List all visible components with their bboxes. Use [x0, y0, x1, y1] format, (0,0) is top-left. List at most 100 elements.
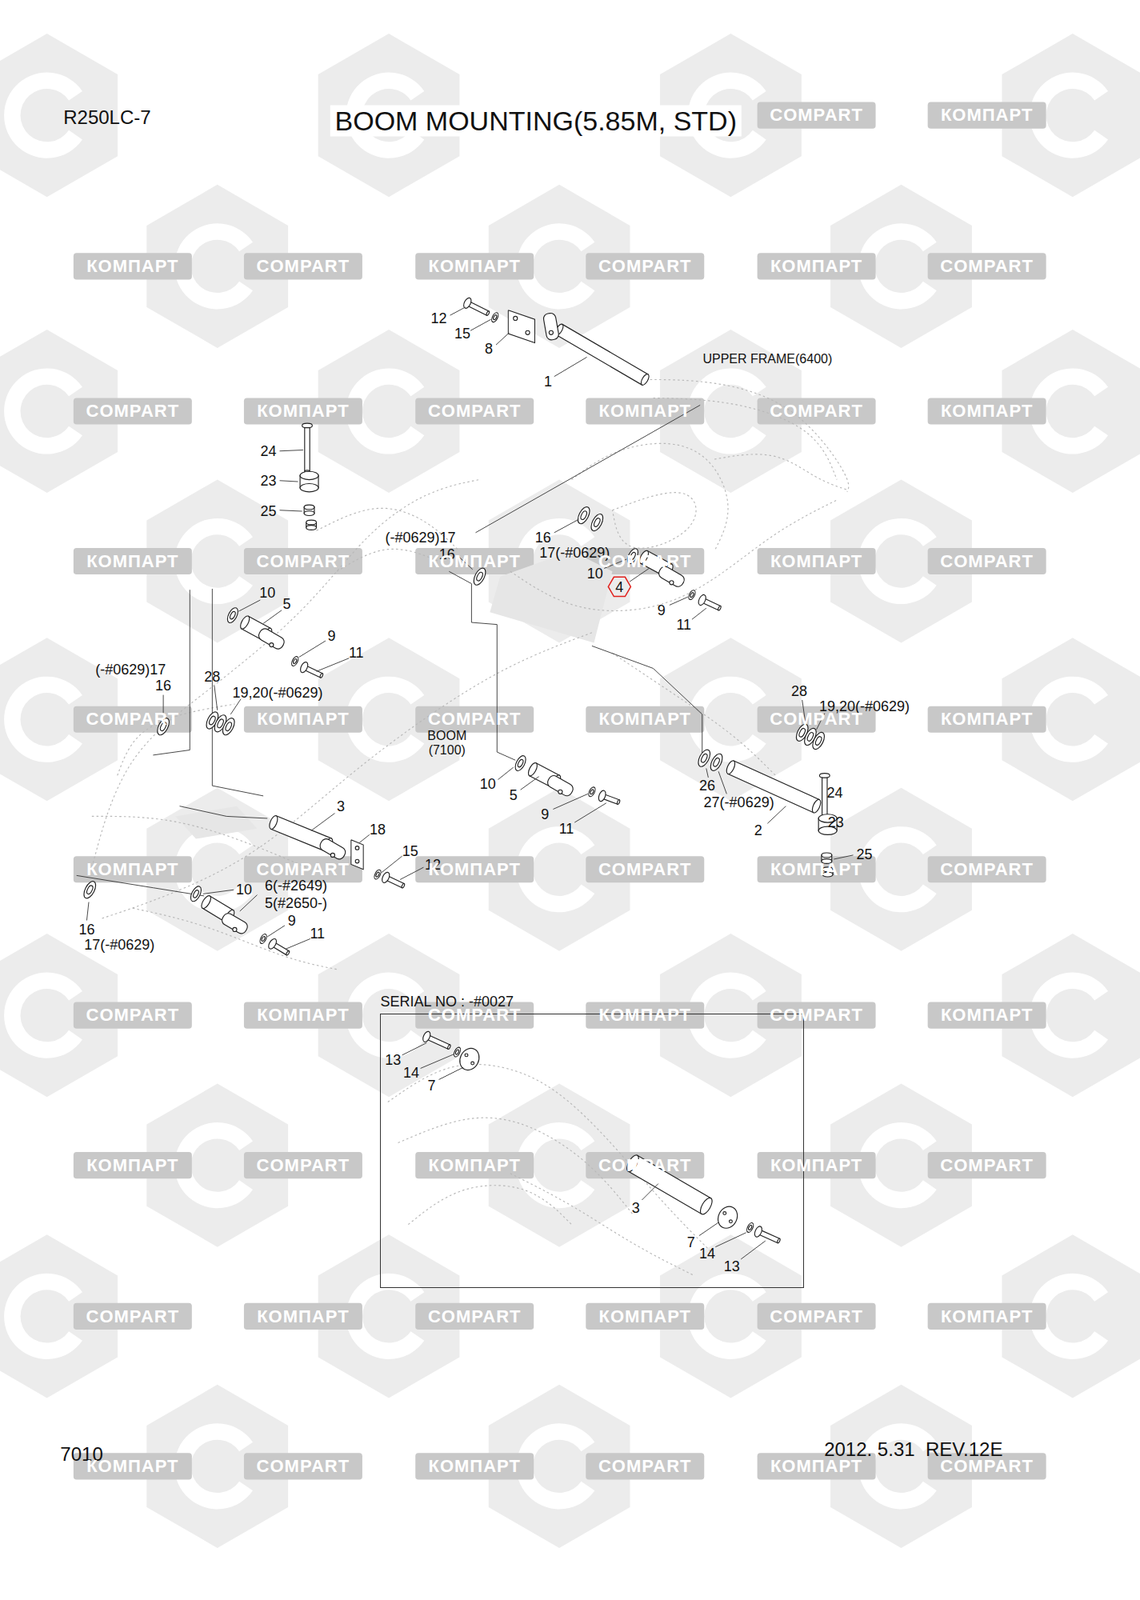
ghost-structure — [92, 379, 849, 1276]
washer-hole — [712, 756, 720, 768]
pin-flange — [318, 836, 348, 861]
watermark-band — [928, 1452, 1047, 1480]
leader-line — [450, 307, 466, 316]
callout-number: 27(-#0629) — [704, 793, 775, 811]
washer-hole — [192, 889, 200, 899]
washer — [708, 752, 725, 773]
watermark: КОМПАРТ — [770, 551, 863, 572]
leader-line — [280, 450, 304, 452]
leader-line — [669, 596, 688, 605]
watermark: COMPART — [428, 1005, 522, 1026]
pin-face — [238, 614, 252, 631]
guide-line — [448, 571, 472, 584]
watermark-band — [757, 397, 876, 424]
watermark: COMPART — [940, 256, 1034, 276]
callout-number: 7 — [428, 1077, 436, 1095]
watermark: COMPART — [86, 709, 180, 730]
callout-number: 11 — [309, 925, 325, 943]
watermark-band — [757, 1152, 876, 1179]
watermark: КОМПАРТ — [940, 1005, 1033, 1026]
ghost-outline — [132, 908, 337, 970]
pin-end — [698, 1196, 715, 1216]
watermark: КОМПАРТ — [940, 1306, 1033, 1327]
leader-line — [470, 319, 492, 331]
watermark: COMPART — [86, 1005, 180, 1026]
leader-line — [699, 1222, 719, 1236]
washer-hole — [814, 736, 823, 747]
watermark: COMPART — [256, 1456, 351, 1477]
washer — [225, 606, 240, 625]
pin-end — [639, 372, 651, 387]
pin-flange — [542, 312, 560, 341]
watermark: КОМПАРТ — [770, 859, 863, 880]
washer — [512, 754, 528, 773]
watermark: COMPART — [769, 1005, 864, 1026]
watermark: КОМПАРТ — [428, 1456, 521, 1477]
watermark-band — [585, 1002, 704, 1029]
bolt-shank-end — [485, 310, 490, 316]
washer — [587, 786, 596, 798]
watermark-band — [73, 856, 192, 883]
watermark-band — [928, 706, 1047, 733]
end-plate — [714, 1203, 741, 1232]
ghost-outline — [316, 508, 460, 551]
watermark-band — [928, 548, 1047, 575]
watermark: КОМПАРТ — [770, 256, 863, 276]
watermark-logo — [4, 972, 83, 1059]
watermark-band — [244, 706, 363, 733]
watermark-band — [73, 1452, 192, 1480]
watermark-band — [73, 1303, 192, 1330]
watermark-band — [928, 397, 1047, 424]
ghost-outline — [336, 548, 440, 572]
watermark-band — [585, 1152, 704, 1179]
callout-number: 3 — [632, 1200, 640, 1217]
leader-line — [359, 834, 370, 843]
leader-line — [554, 519, 580, 533]
callout-number: 8 — [484, 340, 493, 358]
watermark: COMPART — [256, 551, 351, 572]
watermark-band — [244, 1452, 363, 1480]
watermark-band — [585, 706, 704, 733]
watermark-band — [585, 1303, 704, 1330]
plate-hole — [525, 330, 530, 335]
watermark: COMPART — [86, 400, 180, 421]
callout-number: 10 — [236, 881, 252, 899]
callout-number: 10 — [480, 775, 496, 792]
flange-hole — [232, 927, 237, 932]
plate-hole — [513, 316, 518, 320]
watermark: КОМПАРТ — [940, 400, 1033, 421]
watermark: COMPART — [428, 400, 522, 421]
watermark: КОМПАРТ — [770, 1456, 863, 1477]
watermark-band — [415, 856, 534, 883]
bolt-shank-end — [285, 950, 290, 956]
diagram-title: BOOM MOUNTING(5.85M, STD) — [330, 104, 742, 136]
plate-hole — [464, 1053, 468, 1057]
pin-face — [526, 761, 539, 778]
callout-number: 5 — [509, 786, 518, 804]
watermark: КОМПАРТ — [256, 400, 349, 421]
bolt-shank-end — [616, 799, 621, 804]
washer-hole — [748, 1224, 753, 1231]
guide-lines — [76, 404, 703, 896]
watermark-band — [757, 1002, 876, 1029]
washer — [588, 512, 606, 533]
flange-hole — [269, 643, 274, 648]
leader-line — [740, 1240, 766, 1260]
watermark: КОМПАРТ — [599, 709, 692, 730]
watermark: КОМПАРТ — [428, 256, 521, 276]
watermark: COMPART — [940, 1155, 1034, 1176]
callout-number: 9 — [540, 806, 549, 824]
watermark-band — [244, 1303, 363, 1330]
callout-number: 28 — [204, 668, 220, 685]
callout-number: 11 — [348, 644, 364, 662]
ghost-outline — [714, 454, 848, 490]
leader-line — [239, 600, 261, 612]
watermark: КОМПАРТ — [256, 1005, 349, 1026]
washer-hole — [85, 884, 94, 896]
leader-line — [552, 793, 588, 809]
leader-line — [263, 610, 282, 624]
ghost-outline — [398, 1117, 633, 1215]
callout-number: 23 — [260, 472, 277, 490]
watermark: КОМПАРТ — [599, 1005, 692, 1026]
